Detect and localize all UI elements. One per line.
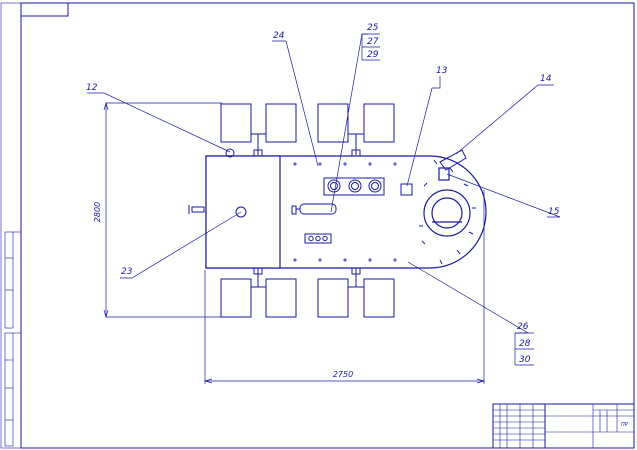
station-indicator (235, 206, 247, 218)
top-left-stamp (20, 2, 69, 17)
control-panel (304, 233, 332, 244)
hood-unit (439, 149, 467, 171)
workstation-table (317, 103, 349, 143)
callout-29: 29 (367, 50, 379, 60)
dimension-width-label: 2750 (333, 370, 353, 379)
callout-14: 14 (540, 74, 552, 84)
callout-25: 25 (367, 23, 379, 33)
station-inlet (191, 206, 205, 213)
workstations-bottom (220, 267, 395, 318)
callout-labels: 12 13 14 15 23 24 25 27 29 26 28 30 (86, 23, 560, 365)
callout-23: 23 (121, 267, 133, 277)
sensor-box (400, 183, 413, 196)
workstation-table (363, 103, 395, 143)
callout-12: 12 (86, 83, 98, 93)
workstation-table (317, 278, 349, 318)
workstations-top (220, 103, 395, 157)
callout-shelves (361, 33, 534, 366)
workstation-table (363, 278, 395, 318)
conveyor (205, 155, 487, 269)
title-block (492, 403, 635, 449)
left-stamp-strip (4, 231, 21, 447)
workstation-table (220, 278, 252, 318)
workstation-table (265, 103, 297, 143)
callout-15: 15 (548, 207, 560, 217)
callout-27: 27 (367, 37, 379, 47)
conveyor-end-marks (419, 159, 476, 265)
callout-24: 24 (273, 31, 285, 41)
callout-26: 26 (517, 322, 529, 332)
station-valve (225, 148, 235, 158)
dimension-height-label: 2800 (93, 202, 102, 222)
dimension-width (203, 190, 486, 384)
title-block-sheet-mark: ПР (621, 422, 628, 428)
station-box (205, 155, 281, 269)
workstation-table (220, 103, 252, 143)
triple-gauge-unit (323, 177, 385, 196)
callout-28: 28 (519, 339, 531, 349)
workstation-table (265, 278, 297, 318)
callout-13: 13 (436, 66, 448, 76)
drum-unit (423, 167, 471, 237)
pipe-assembly (291, 203, 337, 215)
callout-30: 30 (519, 355, 531, 365)
